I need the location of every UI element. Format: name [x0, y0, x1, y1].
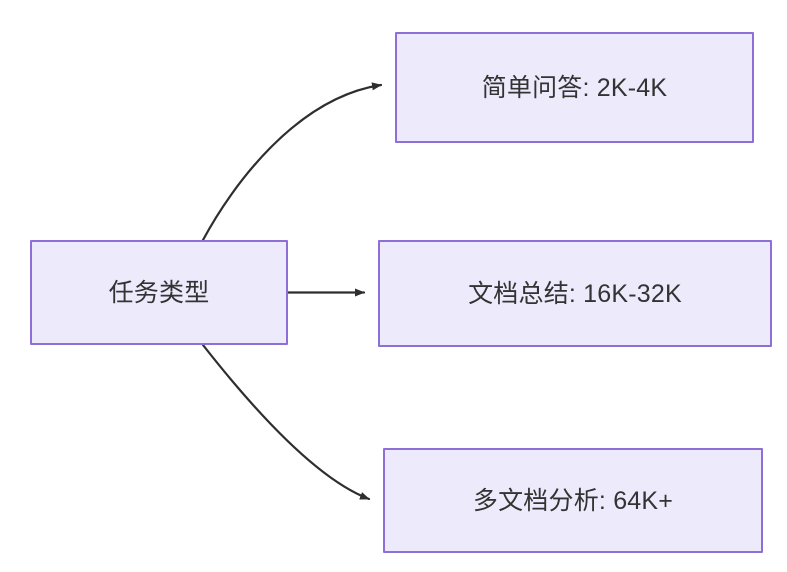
- node-simple-qa[interactable]: 简单问答: 2K-4K: [395, 32, 754, 143]
- edge-root-simple-qa: [201, 82, 383, 242]
- node-task-type[interactable]: 任务类型: [30, 240, 288, 345]
- edge-root-multi-doc: [201, 343, 371, 501]
- node-doc-summary-label: 文档总结: 16K-32K: [468, 279, 682, 308]
- node-multi-doc[interactable]: 多文档分析: 64K+: [383, 448, 763, 553]
- node-doc-summary[interactable]: 文档总结: 16K-32K: [378, 240, 772, 347]
- node-multi-doc-label: 多文档分析: 64K+: [472, 486, 674, 515]
- node-task-type-label: 任务类型: [108, 278, 210, 307]
- node-simple-qa-label: 简单问答: 2K-4K: [481, 73, 668, 102]
